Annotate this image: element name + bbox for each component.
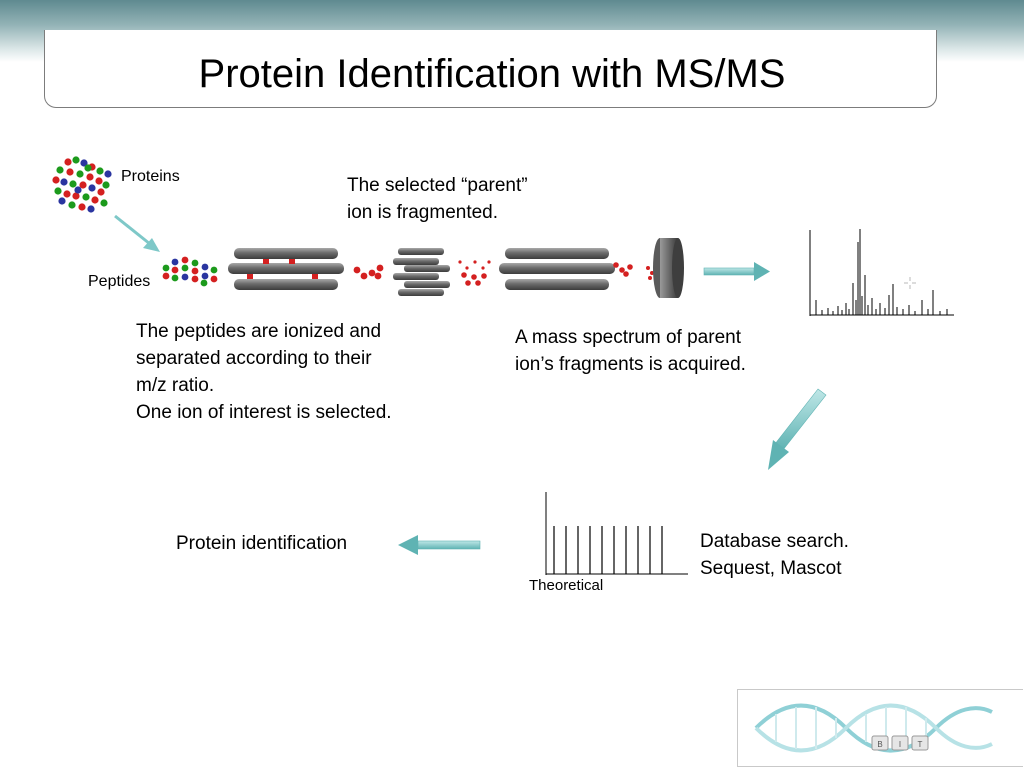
to-spectrum-arrow-icon [703,262,770,281]
experimental-spectrum-icon [809,229,954,316]
logo-letter-b: B [877,740,882,749]
logo-letter-i: I [899,740,901,749]
peptides-label: Peptides [88,273,151,290]
peptides-icon [162,256,218,287]
caption-selected-line2: ion is fragmented. [347,202,499,223]
to-identification-arrow-icon [398,535,481,555]
collision-cell-icon [393,248,450,296]
caption-database-line1: Database search. [700,531,849,552]
title-frame [44,30,937,108]
caption-protein-identification: Protein identification [176,533,348,554]
proteins-label: Proteins [121,168,180,185]
detector-icon [653,238,684,298]
logo-letter-t: T [918,740,923,749]
bit-logo: B I T [737,689,1023,767]
caption-spectrum-line1: A mass spectrum of parent [515,327,741,348]
caption-spectrum-line2: ion’s fragments is acquired. [515,354,746,375]
logo-keycaps: B I T [871,735,929,751]
fragment-ions-icon [458,260,491,286]
cursor-crosshair-icon [904,277,916,289]
caption-ionized-line3: m/z ratio. [136,375,215,396]
caption-database-line2: Sequest, Mascot [700,558,842,579]
protein-cluster-icon [52,156,112,213]
slide-title: Protein Identification with MS/MS [198,52,786,96]
quadrupole-2-icon [499,248,615,290]
caption-ionized-line4: One ion of interest is selected. [136,402,392,423]
detector-ions-icon [613,262,658,280]
selected-ion-icon [353,264,384,280]
theoretical-label: Theoretical [529,577,604,594]
dna-helix-icon: B I T [754,703,993,753]
caption-ionized-line2: separated according to their [136,348,372,369]
digest-arrow-icon [114,214,160,252]
theoretical-spectrum-icon [545,492,688,575]
caption-ionized-line1: The peptides are ionized and [136,321,382,342]
caption-selected-line1: The selected “parent” [347,175,528,196]
to-database-arrow-icon [768,388,827,470]
quadrupole-1-icon [228,248,344,290]
